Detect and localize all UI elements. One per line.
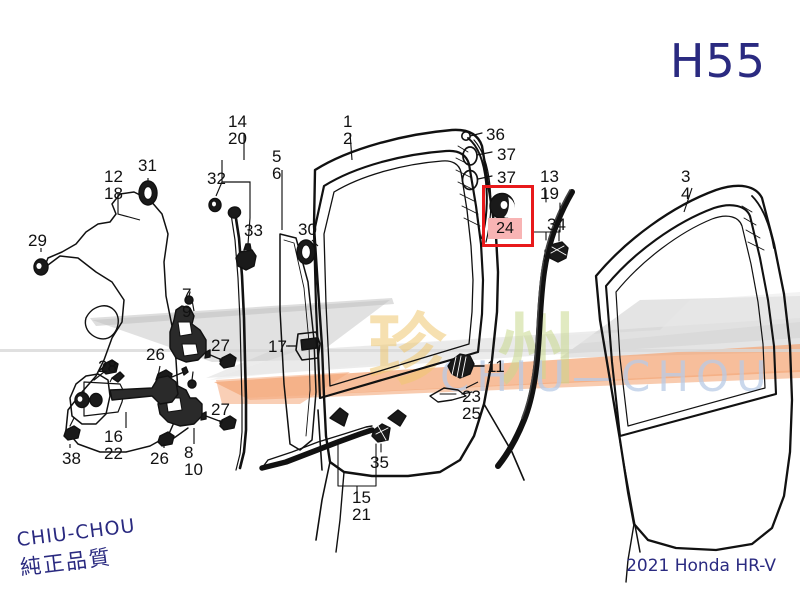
callout-16-22: 16 22 — [104, 427, 123, 464]
callout-30: 30 — [298, 220, 317, 239]
callout-37-a: 37 — [497, 145, 516, 164]
callout-12-18: 12 18 — [104, 167, 123, 204]
callout-26-a: 26 — [146, 345, 165, 364]
callout-5-6: 5 6 — [272, 147, 282, 184]
callout-38: 38 — [62, 449, 81, 468]
callout-8-10: 8 10 — [184, 443, 203, 480]
callout-15-21: 15 21 — [352, 488, 371, 525]
callout-31: 31 — [138, 156, 157, 175]
callout-29: 29 — [28, 231, 47, 250]
callout-14-20: 14 20 — [228, 112, 247, 149]
callout-35: 35 — [370, 453, 389, 472]
callout-23-25: 23 25 — [462, 387, 481, 424]
callout-3-4: 3 4 — [681, 167, 691, 204]
callout-1-2: 1 2 — [343, 112, 353, 149]
watermark-brand-text: CHIU—CHOU — [440, 352, 774, 401]
callout-28: 28 — [98, 357, 117, 376]
diagram-code-title: H55 — [669, 34, 766, 88]
part-number-badge-24: 24 — [488, 218, 522, 239]
callout-26-b: 26 — [150, 449, 169, 468]
callout-13-19: 13 19 — [540, 167, 559, 204]
callout-27-a: 27 — [211, 336, 230, 355]
callout-11: 11 — [487, 357, 505, 376]
callout-27-b: 27 — [211, 400, 230, 419]
vehicle-model-label: 2021 Honda HR-V — [626, 556, 776, 576]
callout-32: 32 — [207, 169, 226, 188]
callout-34: 34 — [547, 215, 566, 234]
callout-17: 17 — [268, 337, 287, 356]
callout-7-9: 7 9 — [182, 285, 192, 322]
callout-36: 36 — [486, 125, 505, 144]
callout-33: 33 — [244, 221, 263, 240]
callout-37-b: 37 — [497, 168, 516, 187]
